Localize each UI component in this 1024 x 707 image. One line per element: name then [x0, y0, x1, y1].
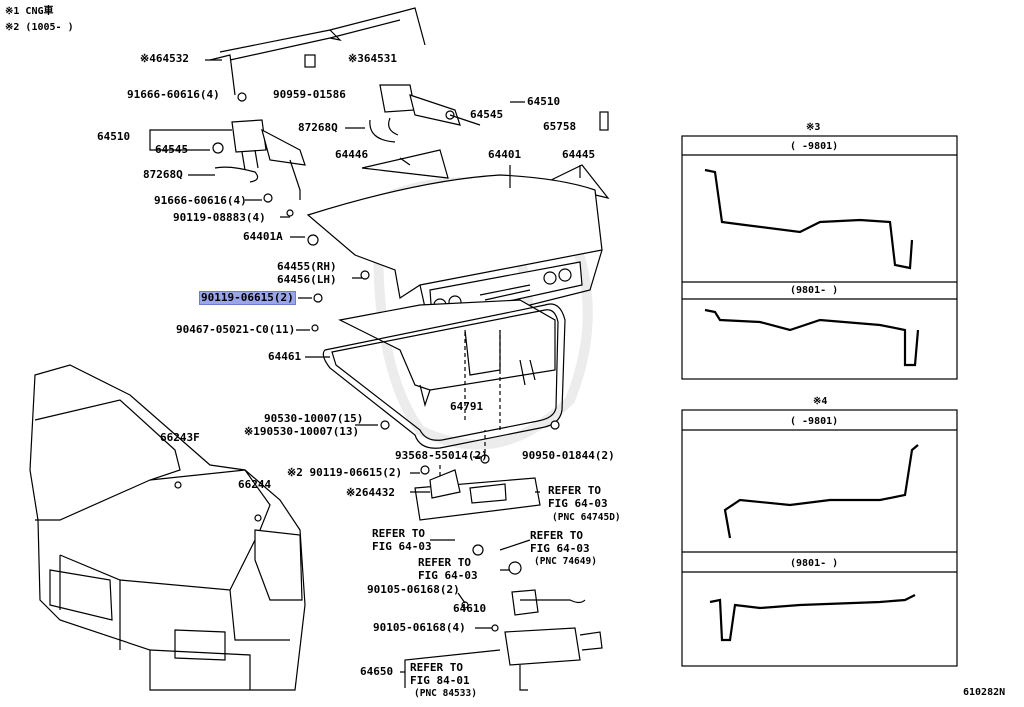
callout-64446[interactable]: 64446 [335, 148, 369, 161]
callout-64461[interactable]: 64461 [268, 350, 302, 363]
refer-3-line3[interactable]: (PNC 74649) [534, 556, 597, 567]
refer-5-line3[interactable]: (PNC 84533) [414, 688, 477, 699]
hinge-right [369, 84, 461, 143]
rod-old-4 [723, 444, 919, 539]
refer-5-line1[interactable]: REFER TO [410, 661, 463, 674]
hinge-left [212, 119, 306, 200]
callout-90105-a[interactable]: 90105-06168(2) [367, 583, 460, 596]
callout-90119-highlighted[interactable]: 90119-06615(2) [199, 291, 296, 305]
refer-1-line2[interactable]: FIG 64-03 [548, 497, 608, 510]
callout-64791[interactable]: 64791 [450, 400, 484, 413]
callout-90467[interactable]: 90467-05021-C0(11) [176, 323, 296, 336]
inset-4-row1: ( -9801) [790, 416, 839, 427]
callout-64510-b[interactable]: 64510 [527, 95, 561, 108]
callout-87268q-b[interactable]: 87268Q [298, 121, 338, 134]
inset-4-title: ※4 [813, 396, 828, 407]
callout-64545-a[interactable]: 64545 [155, 143, 189, 156]
inset-3-row1: ( -9801) [790, 141, 839, 152]
inset-3-row2: (9801- ) [790, 285, 839, 296]
refer-1-line1[interactable]: REFER TO [548, 484, 601, 497]
figure-id: 610282N [963, 687, 1006, 698]
note-date-range: ※2 (1005- ) [5, 22, 74, 33]
inset-3-title: ※3 [806, 122, 821, 133]
callout-66243f[interactable]: 66243F [160, 431, 200, 444]
refer-4-line2[interactable]: FIG 64-03 [418, 569, 478, 582]
callout-93568[interactable]: 93568-55014(2) [395, 449, 488, 462]
car-body [29, 364, 306, 691]
callout-64432[interactable]: ※264432 [346, 486, 395, 499]
inset-box-3 [681, 135, 958, 380]
callout-90119-c[interactable]: ※2 90119-06615(2) [287, 466, 403, 479]
callout-91666-b[interactable]: 91666-60616(4) [154, 194, 247, 207]
callout-87268q-a[interactable]: 87268Q [143, 168, 183, 181]
callout-64510-a[interactable]: 64510 [97, 130, 131, 143]
inset-4-row2: (9801- ) [790, 558, 839, 569]
callout-90105-b[interactable]: 90105-06168(4) [373, 621, 466, 634]
rod-new-3 [704, 308, 920, 367]
callout-90530-a[interactable]: 90530-10007(15) [264, 412, 364, 425]
refer-3-line2[interactable]: FIG 64-03 [530, 542, 590, 555]
callout-90530-b[interactable]: ※190530-10007(13) [244, 425, 360, 438]
cushion-65758 [599, 111, 609, 131]
refer-3-line1[interactable]: REFER TO [530, 529, 583, 542]
callout-64610[interactable]: 64610 [453, 602, 487, 615]
deflector-left [361, 149, 449, 179]
inset-box-4 [681, 409, 958, 667]
refer-1-line3[interactable]: (PNC 64745D) [552, 512, 621, 523]
lock-cylinder-64610 [511, 589, 539, 616]
callout-64532[interactable]: ※464532 [140, 52, 189, 65]
refer-4-line1[interactable]: REFER TO [418, 556, 471, 569]
callout-91666-a[interactable]: 91666-60616(4) [127, 88, 220, 101]
callout-90950[interactable]: 90950-01844(2) [522, 449, 615, 462]
callout-64531[interactable]: ※364531 [348, 52, 397, 65]
refer-5-line2[interactable]: FIG 84-01 [410, 674, 470, 687]
callout-64401[interactable]: 64401 [488, 148, 522, 161]
callout-64545-b[interactable]: 64545 [470, 108, 504, 121]
callout-64456[interactable]: 64456(LH) [277, 273, 337, 286]
note-cng: ※1 CNG車 [5, 6, 54, 17]
callout-90119-a[interactable]: 90119-08883(4) [173, 211, 266, 224]
callout-64445[interactable]: 64445 [562, 148, 596, 161]
refer-2-line2[interactable]: FIG 64-03 [372, 540, 432, 553]
latch-plate [429, 469, 461, 499]
weatherstrip-64461 [322, 303, 566, 449]
rod-old-3 [704, 168, 914, 270]
refer-2-line1[interactable]: REFER TO [372, 527, 425, 540]
callout-64650[interactable]: 64650 [360, 665, 394, 678]
callout-65758[interactable]: 65758 [543, 120, 577, 133]
callout-90959[interactable]: 90959-01586 [273, 88, 346, 101]
release-cable [219, 7, 426, 61]
callout-64401a[interactable]: 64401A [243, 230, 283, 243]
callout-66244[interactable]: 66244 [238, 478, 272, 491]
lock-64650 [504, 627, 581, 666]
trim-panel [338, 299, 556, 408]
rod-new-4 [709, 594, 916, 642]
callout-64455[interactable]: 64455(RH) [277, 260, 337, 273]
